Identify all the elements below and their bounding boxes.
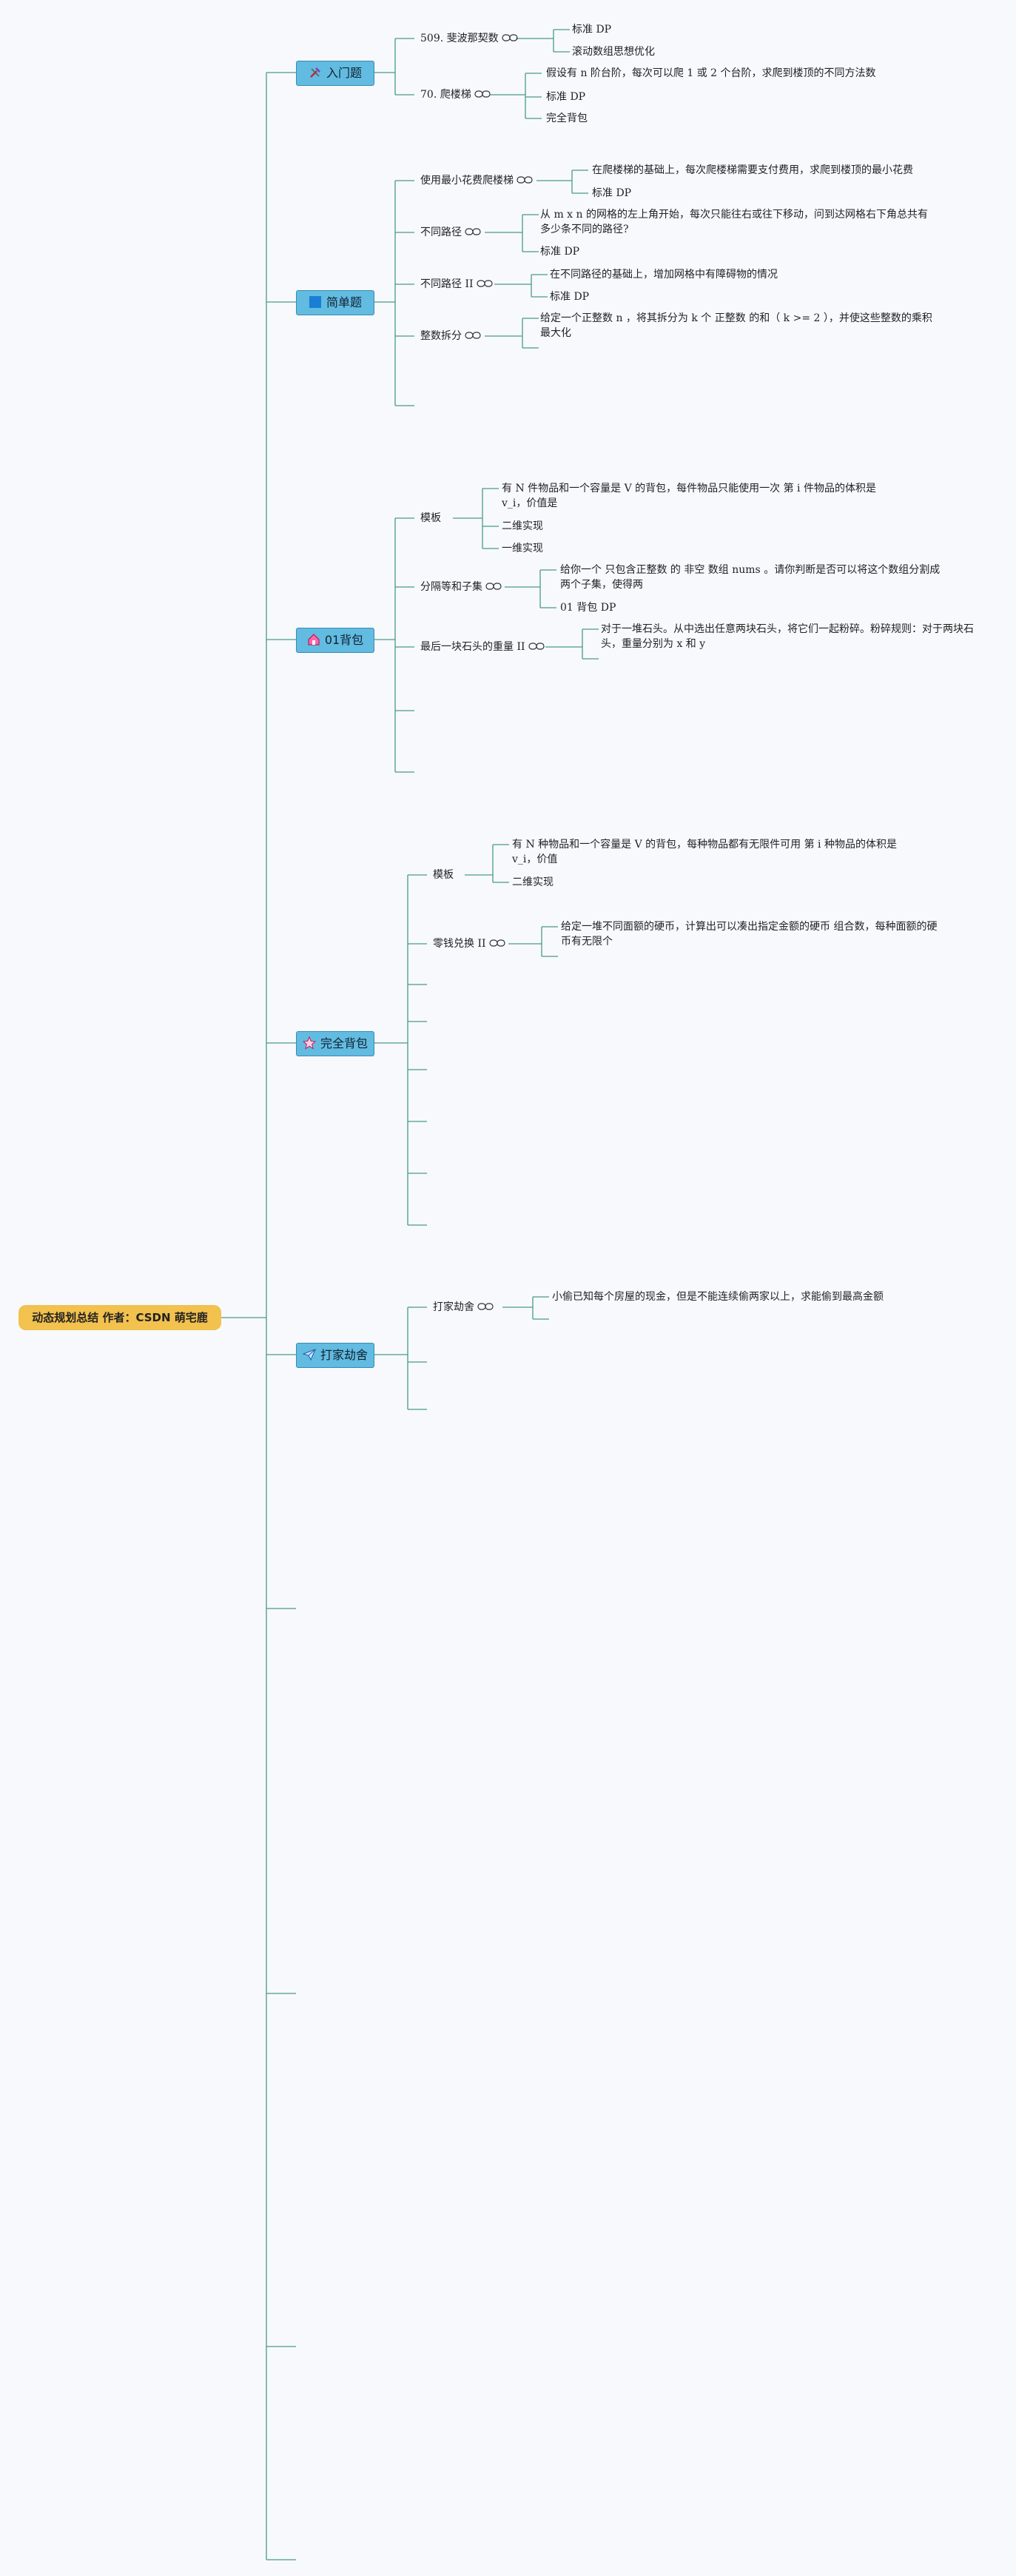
tools-icon bbox=[310, 67, 320, 78]
link-icon[interactable] bbox=[465, 331, 481, 340]
topic-label: 不同路径 II bbox=[420, 278, 474, 290]
link-icon[interactable] bbox=[485, 582, 502, 591]
topic-stairs[interactable]: 70. 爬楼梯 bbox=[420, 87, 491, 102]
leaf-k01tpl-1: 有 N 件物品和一个容量是 V 的背包，每件物品只能使用一次 第 i 件物品的体… bbox=[502, 483, 876, 509]
leaf-stairs-3: 完全背包 bbox=[546, 113, 588, 124]
category-simple[interactable]: 简单题 bbox=[296, 290, 374, 315]
leaf-paths2-1: 在不同路径的基础上，增加网格中有障碍物的情况 bbox=[550, 269, 778, 281]
leaf-cost-2: 标准 DP bbox=[592, 187, 632, 199]
category-label: 简单题 bbox=[326, 295, 362, 309]
topic-paths2[interactable]: 不同路径 II bbox=[420, 277, 493, 292]
leaf-split-1: 给定一个正整数 n ，将其拆分为 k 个 正整数 的和（ k >= 2 ），并使… bbox=[540, 312, 932, 339]
topic-label: 模板 bbox=[420, 512, 441, 524]
topic-rob[interactable]: 打家劫舍 bbox=[433, 1300, 494, 1315]
category-label: 完全背包 bbox=[320, 1036, 368, 1050]
topic-fulltpl[interactable]: 模板 bbox=[433, 868, 454, 882]
category-label: 入门题 bbox=[326, 66, 362, 80]
link-icon[interactable] bbox=[528, 642, 545, 651]
topic-label: 模板 bbox=[433, 869, 454, 881]
leaf-paths-2: 标准 DP bbox=[540, 246, 580, 258]
link-icon[interactable] bbox=[488, 939, 505, 947]
topic-label: 整数拆分 bbox=[420, 330, 462, 342]
leaf-subset-2: 01 背包 DP bbox=[560, 602, 616, 614]
topic-cost[interactable]: 使用最小花费爬楼梯 bbox=[420, 173, 533, 188]
link-icon[interactable] bbox=[474, 90, 491, 98]
link-icon[interactable] bbox=[477, 1302, 494, 1311]
link-icon[interactable] bbox=[476, 279, 493, 288]
category-intro[interactable]: 入门题 bbox=[296, 61, 374, 86]
leaf-subset-1: 给你一个 只包含正整数 的 非空 数组 nums 。请你判断是否可以将这个数组分… bbox=[560, 564, 941, 591]
category-label: 打家劫舍 bbox=[320, 1348, 368, 1362]
leaf-fulltpl-2: 二维实现 bbox=[512, 876, 554, 888]
topic-coin[interactable]: 零钱兑换 II bbox=[433, 936, 505, 951]
leaf-paths-1: 从 m x n 的网格的左上角开始，每次只能往右或往下移动，问到达网格右下角总共… bbox=[540, 209, 928, 235]
category-full[interactable]: 完全背包 bbox=[296, 1031, 374, 1056]
category-label: 01背包 bbox=[324, 633, 364, 647]
home-icon bbox=[308, 634, 320, 645]
topic-stone[interactable]: 最后一块石头的重量 II bbox=[420, 640, 545, 654]
leaf-rob-1: 小偷已知每个房屋的现金，但是不能连续偷两家以上，求能偷到最高金额 bbox=[552, 1291, 884, 1303]
topic-fib[interactable]: 509. 斐波那契数 bbox=[420, 31, 518, 46]
topic-paths[interactable]: 不同路径 bbox=[420, 225, 481, 240]
root-node[interactable]: 动态规划总结 作者：CSDN 萌宅鹿 bbox=[18, 1305, 221, 1330]
leaf-stairs-1: 假设有 n 阶台阶，每次可以爬 1 或 2 个台阶，求爬到楼顶的不同方法数 bbox=[546, 67, 876, 79]
leaf-fulltpl-1: 有 N 种物品和一个容量是 V 的背包，每种物品都有无限件可用 第 i 种物品的… bbox=[512, 839, 897, 865]
topic-label: 打家劫舍 bbox=[433, 1301, 474, 1313]
link-icon[interactable] bbox=[502, 33, 518, 42]
topic-label: 不同路径 bbox=[420, 227, 462, 238]
topic-label: 最后一块石头的重量 II bbox=[420, 641, 525, 653]
topic-label: 零钱兑换 II bbox=[433, 938, 486, 950]
square-icon bbox=[309, 296, 321, 308]
category-rob[interactable]: 打家劫舍 bbox=[296, 1343, 374, 1368]
link-icon[interactable] bbox=[517, 175, 533, 184]
topic-label: 分隔等和子集 bbox=[420, 581, 482, 593]
topic-label: 使用最小花费爬楼梯 bbox=[420, 175, 514, 187]
leaf-stairs-2: 标准 DP bbox=[546, 91, 586, 103]
paper-plane-icon bbox=[302, 1349, 316, 1361]
topic-subset[interactable]: 分隔等和子集 bbox=[420, 580, 502, 594]
leaf-k01tpl-3: 一维实现 bbox=[502, 543, 543, 554]
topic-split[interactable]: 整数拆分 bbox=[420, 329, 481, 343]
leaf-fib-2: 滚动数组思想优化 bbox=[572, 46, 655, 58]
leaf-cost-1: 在爬楼梯的基础上，每次爬楼梯需要支付费用，求爬到楼顶的最小花费 bbox=[592, 164, 913, 176]
star-icon bbox=[302, 1036, 316, 1050]
leaf-paths2-2: 标准 DP bbox=[550, 291, 590, 303]
topic-k01tpl[interactable]: 模板 bbox=[420, 511, 441, 526]
leaf-fib-1: 标准 DP bbox=[572, 24, 612, 36]
link-icon[interactable] bbox=[465, 227, 481, 236]
leaf-coin-1: 给定一堆不同面额的硬币，计算出可以凑出指定金额的硬币 组合数，每种面额的硬币有无… bbox=[561, 921, 938, 947]
topic-label: 509. 斐波那契数 bbox=[420, 33, 499, 44]
leaf-stone-1: 对于一堆石头。从中选出任意两块石头，将它们一起粉碎。粉碎规则：对于两块石头，重量… bbox=[601, 623, 974, 650]
leaf-k01tpl-2: 二维实现 bbox=[502, 520, 543, 532]
category-knap01[interactable]: 01背包 bbox=[296, 628, 374, 653]
topic-label: 70. 爬楼梯 bbox=[420, 89, 471, 101]
